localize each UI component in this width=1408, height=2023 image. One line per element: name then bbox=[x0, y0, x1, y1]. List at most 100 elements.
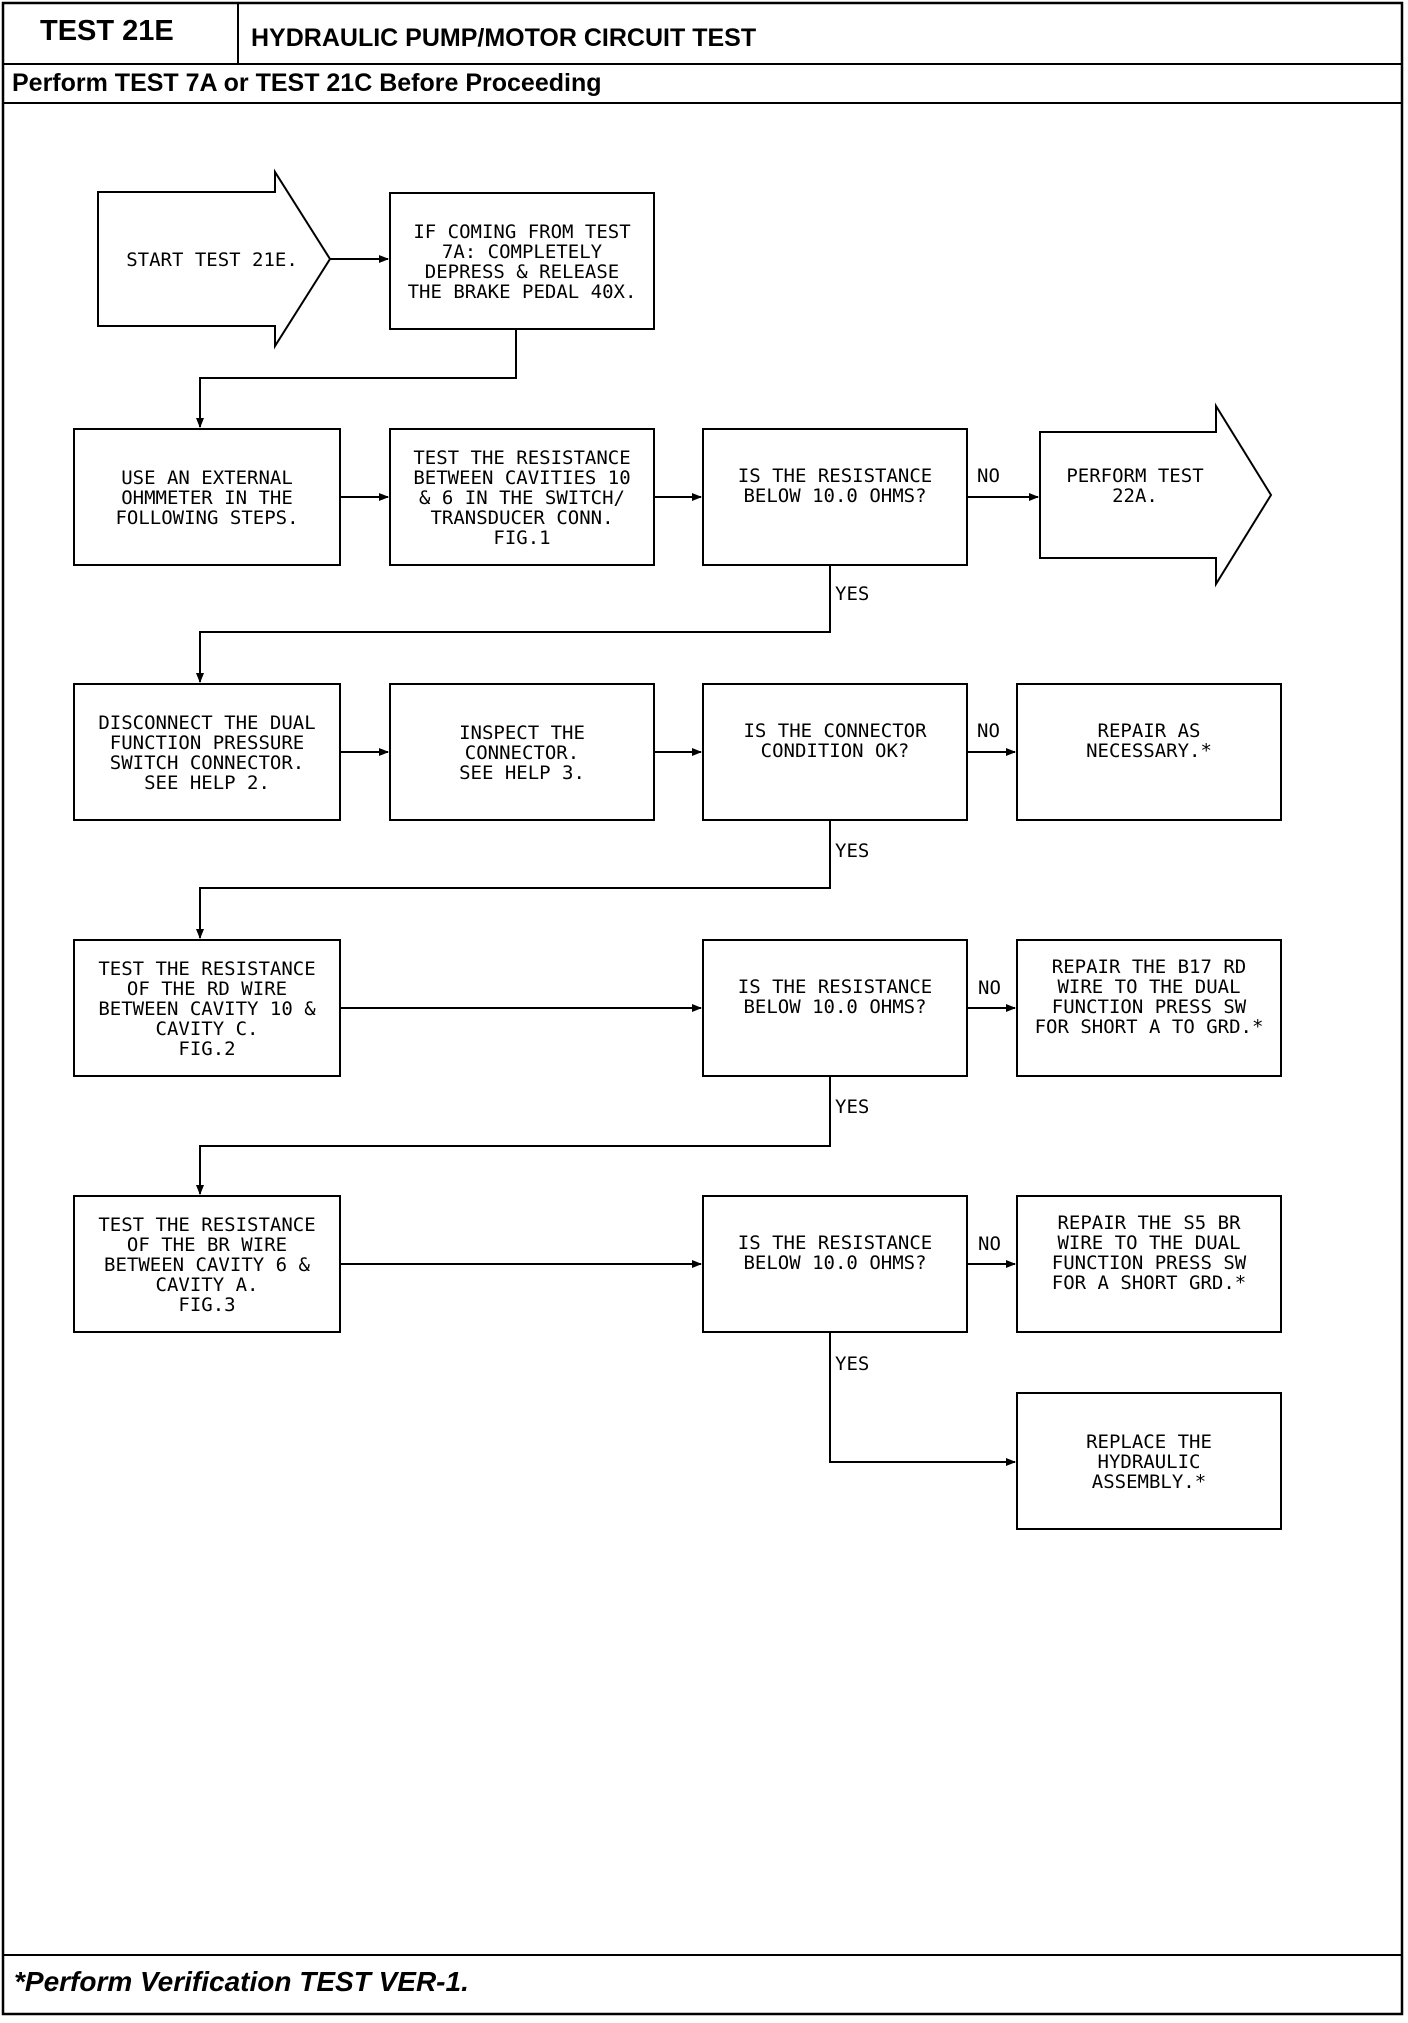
label-yes-3: YES bbox=[835, 1096, 869, 1118]
repair-b17-box bbox=[1016, 939, 1282, 1077]
test-cavities-text-line-2: BETWEEN CAVITIES 10 bbox=[413, 467, 630, 489]
edge-question-3-yes bbox=[829, 1332, 1016, 1466]
brake-pedal-text-line-1: IF COMING FROM TEST bbox=[413, 221, 630, 243]
perform-22a-arrow-shape bbox=[1039, 402, 1273, 588]
start-arrow-shape bbox=[97, 168, 332, 350]
test-rd-wire-text-line-3: BETWEEN CAVITY 10 & bbox=[98, 998, 316, 1020]
test-br-wire-text-line-3: BETWEEN CAVITY 6 & bbox=[104, 1254, 310, 1276]
repair-b17-text-line-3: FUNCTION PRESS SW bbox=[1052, 996, 1247, 1018]
inspect-text-line-3: SEE HELP 3. bbox=[459, 762, 585, 784]
resistance-question-3-box bbox=[702, 1195, 968, 1333]
connector-question-text-line-1: IS THE CONNECTOR bbox=[743, 720, 927, 742]
disconnect-text-line-4: SEE HELP 2. bbox=[144, 772, 270, 794]
connector-question-box bbox=[702, 683, 968, 821]
label-no-1: NO bbox=[977, 465, 1000, 487]
replace-hydraulic-text-line-2: HYDRAULIC bbox=[1098, 1451, 1201, 1473]
prerequisite-note: Perform TEST 7A or TEST 21C Before Proce… bbox=[12, 69, 602, 97]
repair-b17-text-line-2: WIRE TO THE DUAL bbox=[1057, 976, 1240, 998]
edge-brake-to-ohmmeter bbox=[196, 329, 517, 428]
test-cavities-text-line-4: TRANSDUCER CONN. bbox=[430, 507, 613, 529]
test-rd-wire-text-line-5: FIG.2 bbox=[178, 1038, 235, 1060]
use-ohmmeter-text-line-3: FOLLOWING STEPS. bbox=[115, 507, 298, 529]
test-rd-wire-text-line-4: CAVITY C. bbox=[156, 1018, 259, 1040]
replace-hydraulic-text-line-1: REPLACE THE bbox=[1086, 1431, 1212, 1453]
resistance-question-2-box bbox=[702, 939, 968, 1077]
repair-b17-text-line-4: FOR SHORT A TO GRD.* bbox=[1035, 1016, 1264, 1038]
repair-necessary-box bbox=[1016, 683, 1282, 821]
test-cavities-text-line-5: FIG.1 bbox=[493, 527, 550, 549]
repair-s5-text-line-3: FUNCTION PRESS SW bbox=[1052, 1252, 1247, 1274]
connector-question-text-line-2: CONDITION OK? bbox=[761, 740, 910, 762]
use-ohmmeter-box bbox=[73, 428, 341, 566]
page-title: HYDRAULIC PUMP/MOTOR CIRCUIT TEST bbox=[251, 24, 757, 52]
perform-22a-text-line-2: 22A. bbox=[1112, 485, 1158, 507]
test-id: TEST 21E bbox=[40, 15, 174, 47]
brake-pedal-text-line-3: DEPRESS & RELEASE bbox=[425, 261, 619, 283]
brake-pedal-box bbox=[389, 192, 655, 330]
label-no-3: NO bbox=[978, 977, 1001, 999]
resistance-question-2-text-line-2: BELOW 10.0 OHMS? bbox=[743, 996, 926, 1018]
inspect-text-line-1: INSPECT THE bbox=[459, 722, 585, 744]
repair-s5-text-line-4: FOR A SHORT GRD.* bbox=[1052, 1272, 1246, 1294]
test-rd-wire-text-line-1: TEST THE RESISTANCE bbox=[98, 958, 315, 980]
disconnect-text-line-2: FUNCTION PRESSURE bbox=[110, 732, 304, 754]
brake-pedal-text-line-4: THE BRAKE PEDAL 40X. bbox=[408, 281, 637, 303]
resistance-question-1-text-line-1: IS THE RESISTANCE bbox=[738, 465, 932, 487]
verification-note: *Perform Verification TEST VER-1. bbox=[14, 1966, 469, 1997]
resistance-question-3-text-line-1: IS THE RESISTANCE bbox=[738, 1232, 932, 1254]
repair-b17-text-line-1: REPAIR THE B17 RD bbox=[1052, 956, 1246, 978]
repair-s5-text-line-1: REPAIR THE S5 BR bbox=[1057, 1212, 1241, 1234]
use-ohmmeter-text-line-1: USE AN EXTERNAL bbox=[121, 467, 293, 489]
label-no-2: NO bbox=[977, 720, 1000, 742]
test-br-wire-text-line-2: OF THE BR WIRE bbox=[127, 1234, 287, 1256]
edge-question-1-yes bbox=[196, 565, 831, 683]
test-cavities-text-line-1: TEST THE RESISTANCE bbox=[413, 447, 630, 469]
label-yes-1: YES bbox=[835, 583, 869, 605]
disconnect-text-line-1: DISCONNECT THE DUAL bbox=[98, 712, 315, 734]
start-label: START TEST 21E. bbox=[126, 249, 298, 271]
resistance-question-1-text-line-2: BELOW 10.0 OHMS? bbox=[743, 485, 926, 507]
replace-hydraulic-box bbox=[1016, 1392, 1282, 1530]
resistance-question-3-text-line-2: BELOW 10.0 OHMS? bbox=[743, 1252, 926, 1274]
edge-question-2-yes bbox=[196, 1076, 831, 1195]
disconnect-box bbox=[73, 683, 341, 821]
test-br-wire-text-line-1: TEST THE RESISTANCE bbox=[98, 1214, 315, 1236]
replace-hydraulic-text-line-3: ASSEMBLY.* bbox=[1092, 1471, 1206, 1493]
test-rd-wire-box bbox=[73, 939, 341, 1077]
perform-22a-text-line-1: PERFORM TEST bbox=[1066, 465, 1203, 487]
use-ohmmeter-text-line-2: OHMMETER IN THE bbox=[121, 487, 293, 509]
inspect-text-line-2: CONNECTOR. bbox=[465, 742, 579, 764]
disconnect-text-line-3: SWITCH CONNECTOR. bbox=[110, 752, 304, 774]
repair-necessary-text-line-2: NECESSARY.* bbox=[1086, 740, 1212, 762]
resistance-question-1-box bbox=[702, 428, 968, 566]
brake-pedal-text-line-2: 7A: COMPLETELY bbox=[442, 241, 603, 263]
test-br-wire-box bbox=[73, 1195, 341, 1333]
repair-necessary-text-line-1: REPAIR AS bbox=[1098, 720, 1201, 742]
edge-connector-question-yes bbox=[196, 820, 831, 939]
test-rd-wire-text-line-2: OF THE RD WIRE bbox=[127, 978, 287, 1000]
start-label-line-1: START TEST 21E. bbox=[126, 249, 298, 271]
resistance-question-2-text-line-1: IS THE RESISTANCE bbox=[738, 976, 932, 998]
repair-s5-box bbox=[1016, 1195, 1282, 1333]
label-no-4: NO bbox=[978, 1233, 1001, 1255]
repair-s5-text-line-2: WIRE TO THE DUAL bbox=[1057, 1232, 1240, 1254]
test-br-wire-text-line-4: CAVITY A. bbox=[156, 1274, 259, 1296]
